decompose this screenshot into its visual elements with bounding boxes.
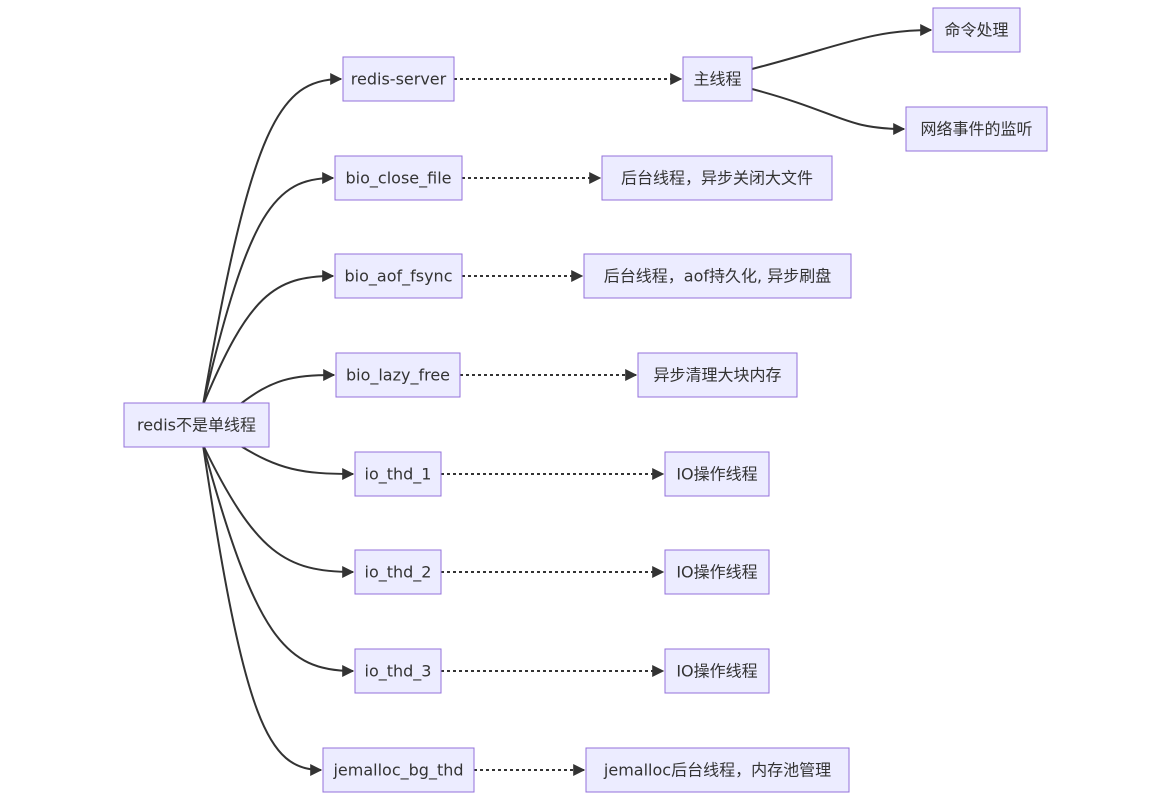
edge-root-to-bio_close_file [202, 172, 335, 406]
node-label: 后台线程，aof持久化, 异步刷盘 [604, 267, 831, 286]
node-bio-aof-desc: 后台线程，aof持久化, 异步刷盘 [583, 253, 852, 299]
node-label: io_thd_1 [365, 465, 432, 485]
node-box [354, 648, 442, 694]
node-bio-close-desc: 后台线程，异步关闭大文件 [601, 155, 833, 201]
node-io1-desc: IO操作线程 [664, 451, 770, 497]
node-root: redis不是单线程 [123, 402, 270, 448]
node-box [583, 253, 852, 299]
node-box [334, 253, 463, 299]
node-io3-desc: IO操作线程 [664, 648, 770, 694]
node-cmd: 命令处理 [932, 7, 1021, 53]
node-label: redis不是单线程 [137, 416, 256, 435]
node-label: 主线程 [693, 70, 741, 89]
node-label: 异步清理大块内存 [653, 366, 781, 385]
edge-root-to-io_thd_1 [238, 444, 355, 480]
node-box [354, 549, 442, 595]
node-io-thd-1: io_thd_1 [354, 451, 442, 497]
edge-root-to-bio_lazy_free [238, 369, 336, 406]
node-box [322, 747, 475, 793]
node-box [932, 7, 1021, 53]
edge-main_thread-to-cmd [751, 24, 933, 70]
node-label: IO操作线程 [676, 465, 757, 484]
node-io2-desc: IO操作线程 [664, 549, 770, 595]
node-bio-lazy-free: bio_lazy_free [335, 352, 461, 398]
node-label: 后台线程，异步关闭大文件 [621, 169, 813, 188]
node-label: bio_lazy_free [346, 366, 450, 386]
node-box [342, 56, 455, 102]
node-bio-aof-fsync: bio_aof_fsync [334, 253, 463, 299]
node-box [905, 106, 1048, 152]
node-label: io_thd_2 [365, 563, 432, 583]
node-io-thd-2: io_thd_2 [354, 549, 442, 595]
node-box [585, 747, 850, 793]
node-label: redis-server [351, 70, 447, 89]
node-bio-lazy-desc: 异步清理大块内存 [637, 352, 798, 398]
node-jemalloc-desc: jemalloc后台线程，内存池管理 [585, 747, 850, 793]
node-label: bio_close_file [346, 169, 452, 189]
node-io-thd-3: io_thd_3 [354, 648, 442, 694]
node-jemalloc-bg-thd: jemalloc_bg_thd [322, 747, 475, 793]
node-box [334, 155, 463, 201]
edge-root-to-bio_aof_fsync [202, 270, 335, 406]
node-box [335, 352, 461, 398]
edges-layer [202, 24, 933, 776]
node-box [682, 56, 753, 102]
node-main-thread: 主线程 [682, 56, 753, 102]
node-label: jemalloc后台线程，内存池管理 [603, 761, 831, 780]
node-label: 命令处理 [944, 21, 1008, 40]
node-label: jemalloc_bg_thd [332, 761, 463, 781]
node-bio-close-file: bio_close_file [334, 155, 463, 201]
edge-root-to-io_thd_3 [202, 444, 355, 677]
edge-main_thread-to-net [751, 88, 906, 135]
node-box [664, 648, 770, 694]
edge-root-to-io_thd_2 [202, 444, 355, 578]
node-redis-server: redis-server [342, 56, 455, 102]
node-box [354, 451, 442, 497]
node-box [123, 402, 270, 448]
node-label: IO操作线程 [676, 563, 757, 582]
node-box [601, 155, 833, 201]
node-label: bio_aof_fsync [345, 267, 453, 287]
node-box [637, 352, 798, 398]
edge-root-to-jemalloc_bg_thd [202, 444, 323, 776]
edge-root-to-redis_server [202, 73, 343, 406]
node-net: 网络事件的监听 [905, 106, 1048, 152]
node-label: IO操作线程 [676, 662, 757, 681]
node-box [664, 549, 770, 595]
node-label: 网络事件的监听 [920, 120, 1032, 139]
node-label: io_thd_3 [365, 662, 432, 682]
node-box [664, 451, 770, 497]
